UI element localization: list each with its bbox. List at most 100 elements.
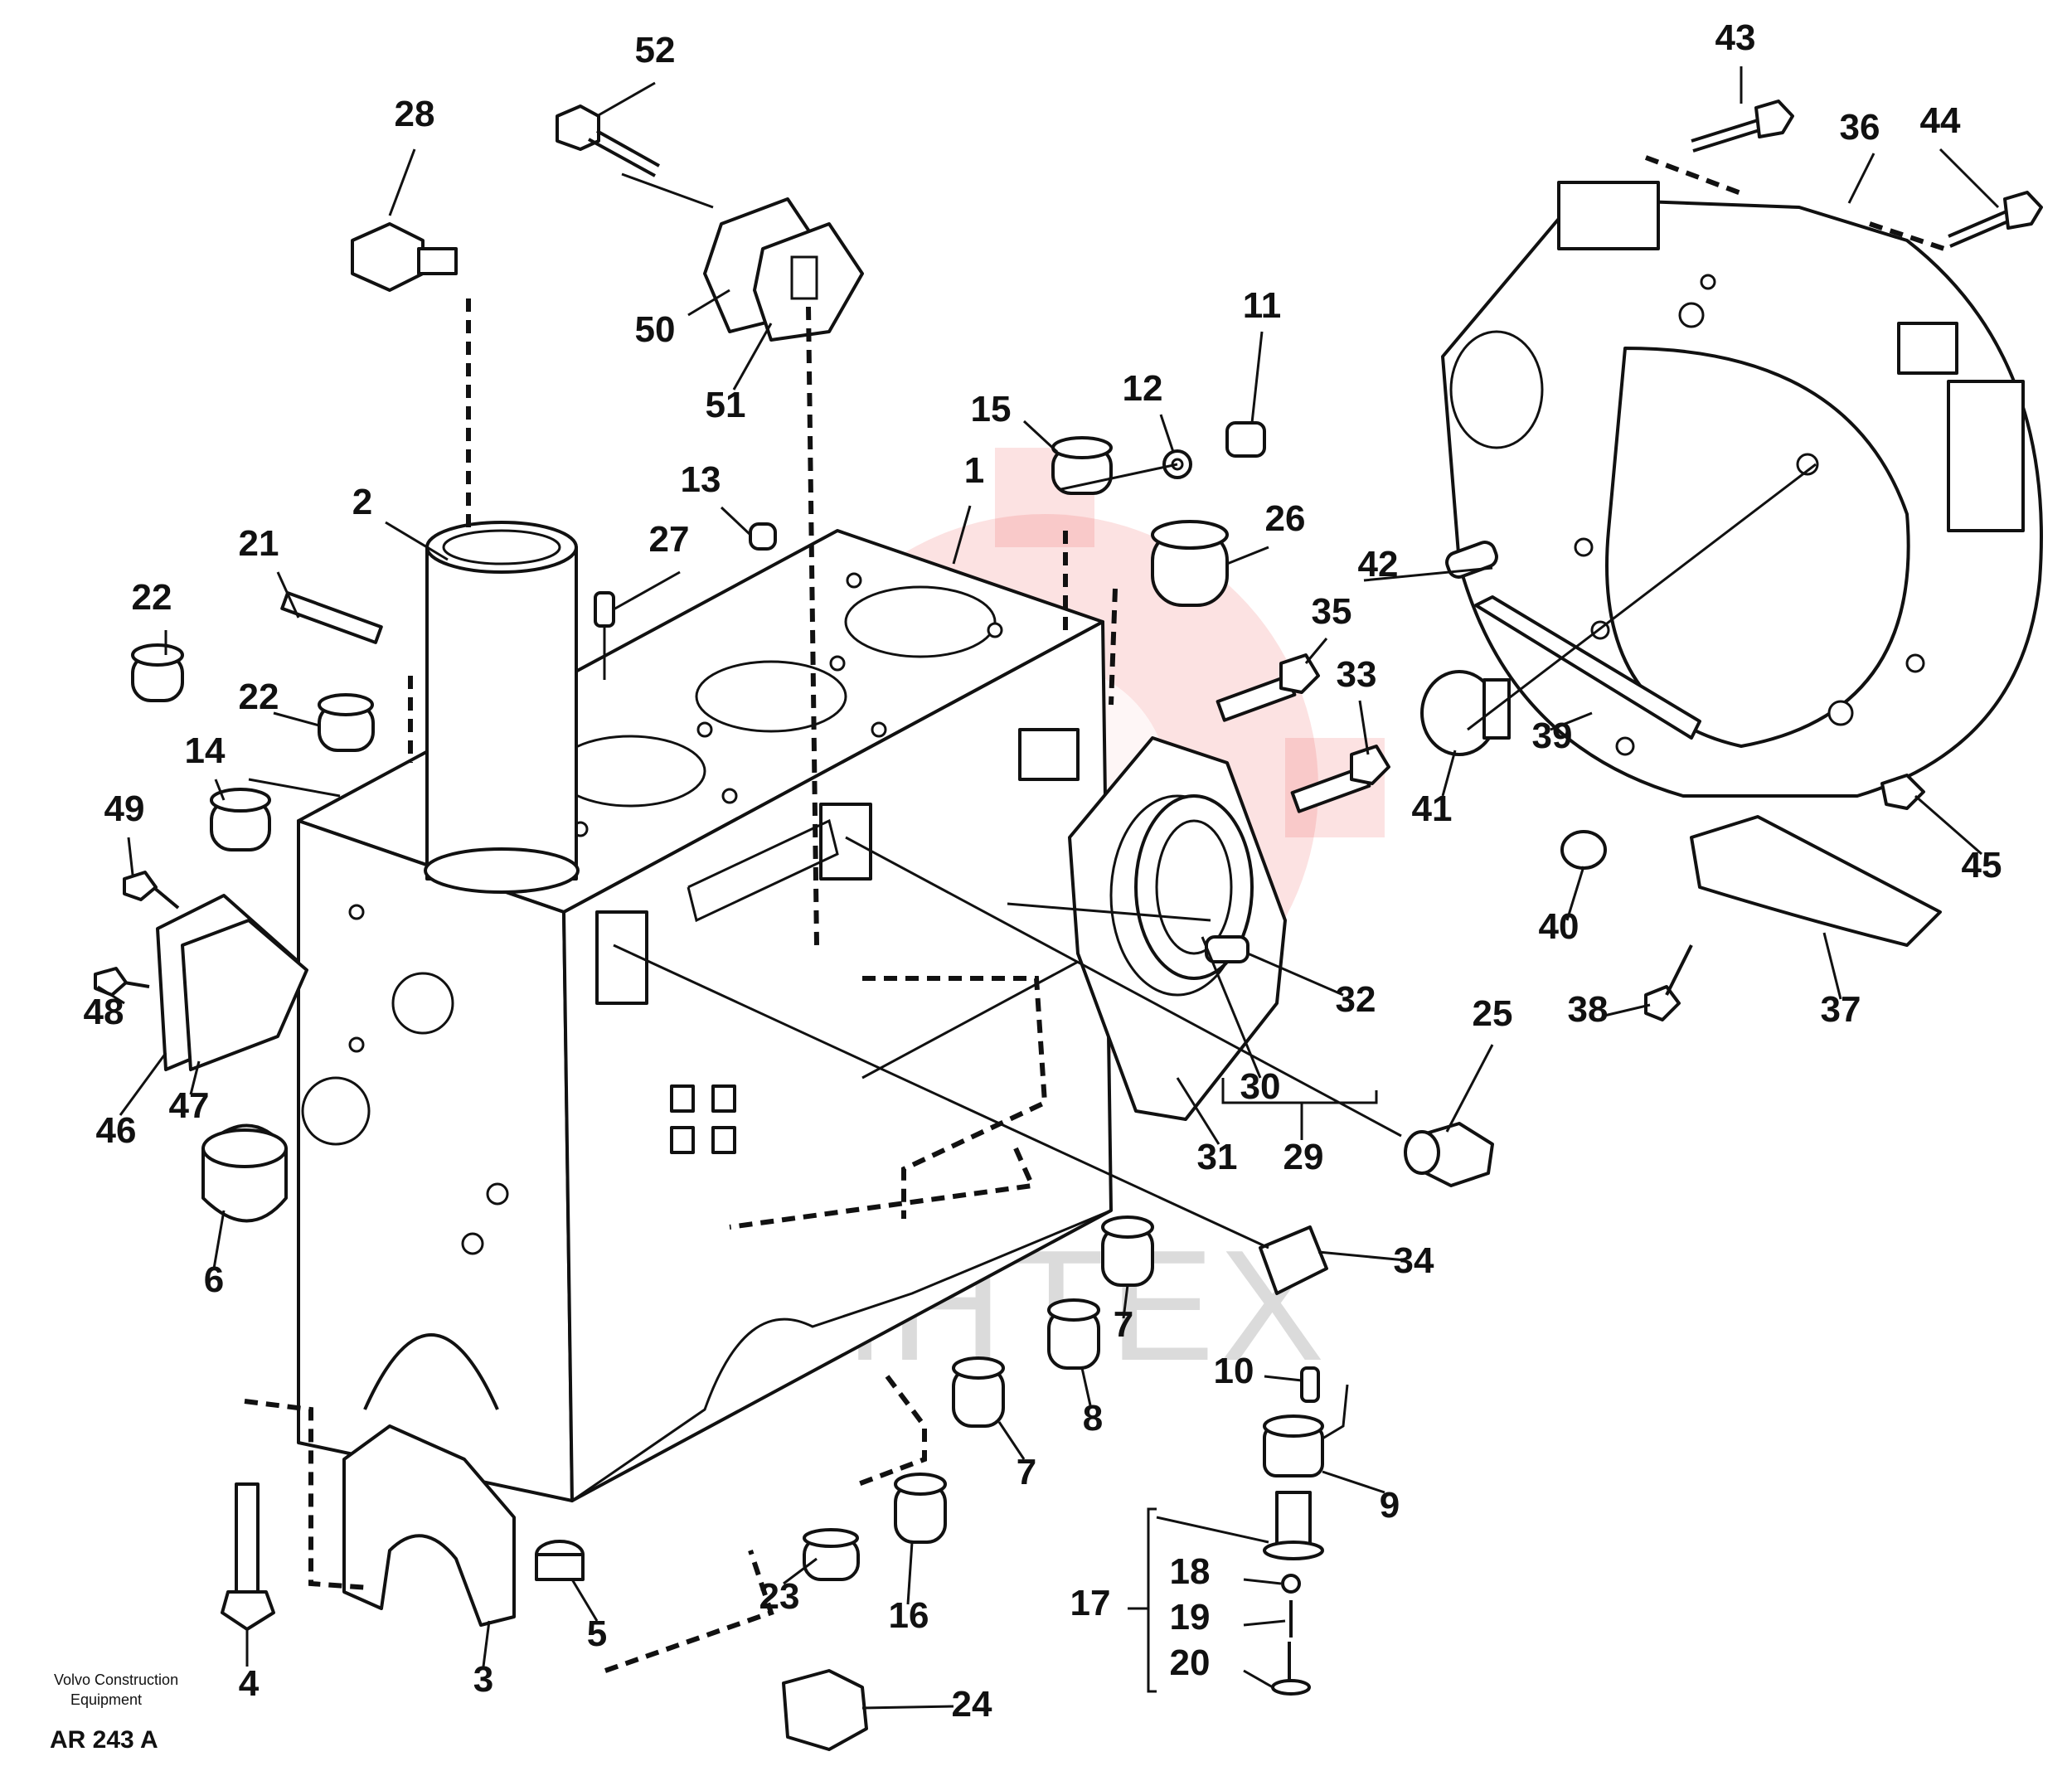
callout-c51: 51 (706, 385, 746, 425)
part-21-pin (280, 591, 383, 644)
part-18-ball (1281, 1574, 1301, 1594)
part-7-cup-lower (952, 1356, 1005, 1428)
part-35-bolt (1216, 653, 1320, 722)
part-20-plunger (1271, 1642, 1311, 1696)
part-47-gasket (181, 919, 308, 1071)
part-8-cup (1047, 1298, 1100, 1370)
engine-block (297, 529, 1113, 1502)
part-45-plug (1880, 774, 1925, 810)
callout-c8: 8 (1083, 1398, 1103, 1439)
manufacturer-line-2: Equipment (70, 1691, 142, 1708)
callout-c7a: 7 (1114, 1304, 1133, 1345)
part-44-bolt (1948, 191, 2043, 248)
callout-c49: 49 (104, 788, 145, 829)
callout-c14: 14 (185, 730, 226, 771)
callout-c4: 4 (239, 1663, 260, 1704)
part-40-plug (1560, 830, 1607, 870)
callout-c34: 34 (1394, 1240, 1434, 1281)
callout-c47: 47 (169, 1085, 210, 1126)
callout-c22a: 22 (132, 577, 172, 618)
callout-c5: 5 (587, 1613, 607, 1654)
part-24-plug (782, 1669, 868, 1751)
callout-c30: 30 (1240, 1066, 1281, 1107)
callout-c50: 50 (635, 309, 676, 350)
callout-c21: 21 (239, 523, 279, 564)
callout-c42: 42 (1358, 544, 1399, 585)
callout-c25: 25 (1473, 993, 1513, 1034)
part-17-valve-body (1263, 1491, 1324, 1560)
callout-c12: 12 (1123, 368, 1163, 409)
callout-c2: 2 (352, 482, 372, 522)
part-16-cup (894, 1473, 947, 1544)
callout-c32: 32 (1336, 979, 1376, 1020)
part-28-plug (351, 222, 458, 292)
part-22-cup-a (131, 643, 184, 702)
callout-c26: 26 (1265, 498, 1306, 539)
callout-c15: 15 (971, 389, 1012, 429)
part-9-nozzle-body (1263, 1384, 1349, 1477)
callout-c46: 46 (96, 1110, 137, 1151)
part-37-cover-plate (1690, 815, 1942, 947)
part-49-bolt (123, 871, 180, 910)
part-13-plug (749, 522, 777, 551)
part-41-plug (1420, 670, 1511, 756)
part-26-cup (1151, 520, 1229, 607)
callout-c36: 36 (1840, 107, 1880, 148)
part-10-pin (1300, 1366, 1320, 1403)
leader-lines (97, 66, 2000, 1710)
cylinder-liner (424, 521, 580, 894)
part-3-bearing-cap (342, 1424, 516, 1627)
callout-c28: 28 (395, 94, 435, 134)
callout-c45: 45 (1962, 845, 2002, 886)
part-43-bolt (1691, 99, 1794, 153)
callout-c37: 37 (1821, 989, 1861, 1030)
callout-c40: 40 (1539, 906, 1579, 947)
callout-c48: 48 (84, 992, 124, 1032)
part-34-gasket (1259, 1225, 1328, 1295)
part-23-plug (803, 1528, 860, 1581)
part-14-cup (210, 788, 271, 852)
callout-c31: 31 (1197, 1137, 1238, 1177)
callout-c27: 27 (649, 519, 690, 560)
part-39-strip (1474, 595, 1701, 740)
callout-c18: 18 (1170, 1551, 1211, 1592)
part-4-bolt (221, 1482, 275, 1631)
callout-c9: 9 (1380, 1485, 1400, 1526)
callout-c24: 24 (952, 1684, 992, 1725)
part-33-bolt (1290, 745, 1390, 813)
callout-c6: 6 (204, 1259, 224, 1300)
drawing-reference: AR 243 A (50, 1726, 158, 1754)
part-7-cup-upper (1101, 1215, 1154, 1287)
callout-c52: 52 (635, 30, 676, 70)
callout-c43: 43 (1715, 17, 1756, 58)
callout-c44: 44 (1920, 100, 1961, 141)
part-52-bolt (556, 104, 660, 177)
manufacturer-line-1: Volvo Construction (54, 1672, 178, 1688)
callout-c23: 23 (759, 1576, 800, 1617)
callout-c7b: 7 (1017, 1452, 1036, 1492)
callout-c3: 3 (473, 1659, 493, 1700)
part-22-cup-b (318, 693, 375, 752)
callout-c16: 16 (889, 1595, 929, 1636)
callout-c38: 38 (1568, 989, 1609, 1030)
callout-c20: 20 (1170, 1642, 1211, 1683)
part-30-seal (1134, 794, 1254, 980)
callout-c39: 39 (1532, 716, 1573, 756)
part-27-pin (594, 591, 615, 680)
callout-c13: 13 (681, 459, 721, 500)
part-38-bolt (1644, 944, 1693, 1021)
callout-c17: 17 (1070, 1583, 1111, 1623)
part-5-ring (535, 1540, 585, 1581)
callout-c33: 33 (1337, 654, 1377, 695)
callout-c29: 29 (1283, 1137, 1324, 1177)
flywheel-housing (1441, 181, 2043, 798)
part-48-bolt (94, 967, 150, 997)
part-32-pin (1205, 935, 1250, 963)
part-25-plug (1404, 1122, 1494, 1187)
part-6-bearing-shell (201, 1123, 288, 1223)
callout-c11: 11 (1243, 285, 1282, 326)
callout-c35: 35 (1312, 591, 1352, 632)
callout-c10: 10 (1214, 1351, 1254, 1391)
